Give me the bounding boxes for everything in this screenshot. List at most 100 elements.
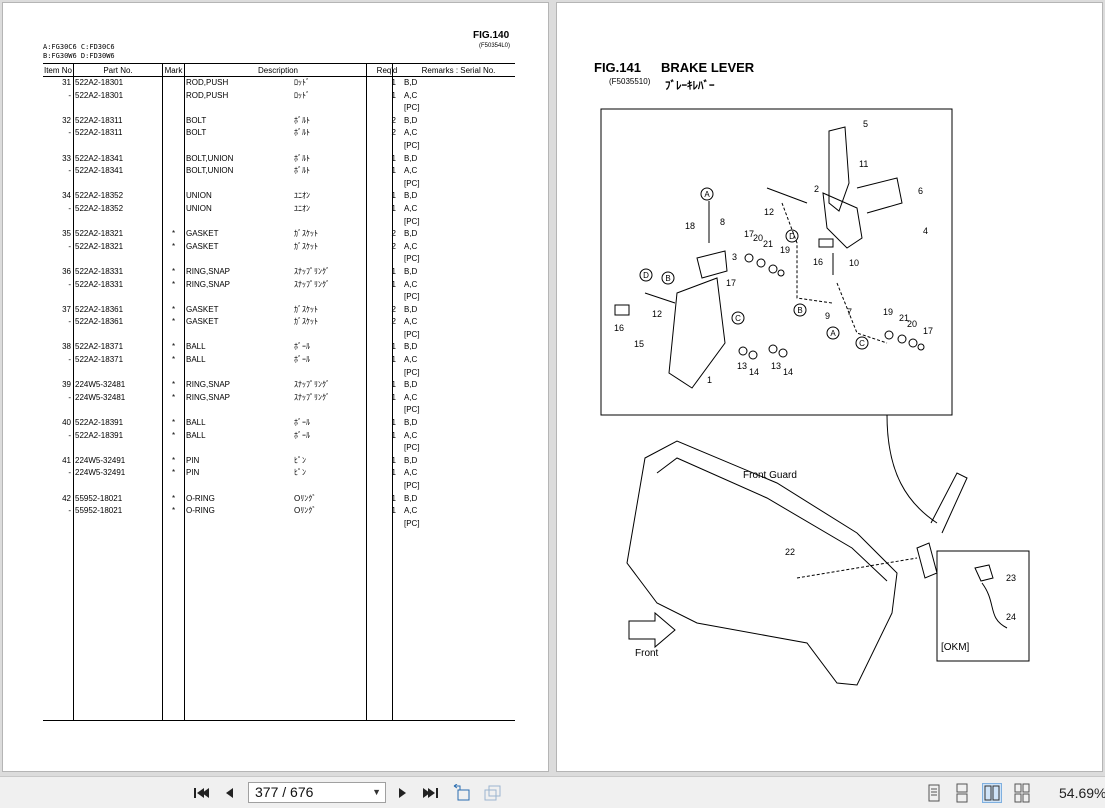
row-part-no — [73, 216, 163, 229]
bolt-22-line — [796, 557, 918, 579]
row-mark: * — [171, 455, 176, 465]
row-mark: * — [171, 279, 176, 289]
row-description-jp — [292, 518, 372, 531]
row-description: O-RING — [186, 506, 215, 516]
ref-letter: B — [797, 306, 802, 315]
row-description: ROD,PUSH — [186, 90, 229, 100]
col-divider — [73, 63, 74, 720]
row-description: RING,SNAP — [186, 266, 231, 276]
last-page-icon[interactable] — [421, 783, 441, 803]
parts-table-header: Item No Part No. Mark Description Req'd … — [43, 63, 515, 77]
zoom-level[interactable]: 54.69% — [1059, 785, 1105, 801]
row-mark — [163, 253, 184, 266]
right-page: FIG.141 BRAKE LEVER (F5035510) ﾌﾞﾚｰｷﾚﾊﾞｰ — [556, 2, 1103, 772]
callout-number: 20 — [753, 233, 763, 243]
callout-number: 15 — [634, 339, 644, 349]
page-number-value: 377 / 676 — [255, 784, 314, 800]
row-item-no: 42 — [62, 493, 71, 503]
continuous-view-icon[interactable] — [952, 783, 972, 803]
row-reqd — [372, 404, 402, 417]
lever-assembly — [916, 542, 938, 579]
page-number-select[interactable]: 377 / 676 ▼ — [248, 782, 386, 803]
callout-number: 2 — [814, 184, 819, 194]
row-description-jp: ｽﾅｯﾌﾟﾘﾝｸﾞ — [294, 266, 330, 276]
row-remarks: [PC] — [404, 367, 420, 377]
row-reqd — [372, 178, 402, 191]
row-remarks: A,C — [404, 506, 418, 516]
row-reqd: 1 — [391, 90, 396, 100]
continuous-facing-view-icon[interactable] — [1012, 783, 1032, 803]
row-part-no — [73, 178, 163, 191]
row-part-no: 522A2-18361 — [75, 317, 124, 327]
row-item-no — [43, 291, 73, 304]
callout-number: 17 — [923, 326, 933, 336]
next-page-icon[interactable] — [393, 783, 413, 803]
callout-number: 10 — [849, 258, 859, 268]
callout-number: 9 — [825, 311, 830, 321]
row-remarks: B,D — [404, 380, 418, 390]
header-remarks: Remarks : Serial No. — [402, 63, 515, 77]
row-item-no: - — [68, 279, 71, 289]
row-description: BOLT — [186, 128, 207, 138]
row-item-no: - — [68, 166, 71, 176]
row-mark: * — [171, 241, 176, 251]
callout-number: 7 — [847, 307, 852, 317]
row-part-no: 522A2-18391 — [75, 418, 124, 428]
row-item-no — [43, 178, 73, 191]
row-description: PIN — [186, 455, 200, 465]
front-arrow-icon — [628, 611, 676, 649]
table-row: [PC] — [43, 480, 515, 493]
lever-bracket — [856, 177, 903, 214]
ref-letter-circle — [785, 229, 799, 243]
row-remarks: B,D — [404, 78, 418, 87]
row-part-no: 224W5-32491 — [75, 455, 126, 465]
row-reqd — [372, 140, 402, 153]
row-remarks: B,D — [404, 342, 418, 352]
row-description-jp: ﾕﾆｵﾝ — [294, 203, 310, 213]
row-description — [184, 253, 292, 266]
previous-view-icon[interactable] — [452, 783, 472, 803]
row-reqd: 2 — [391, 128, 396, 138]
row-part-no — [73, 367, 163, 380]
row-item-no — [43, 442, 73, 455]
row-description-jp: ｽﾅｯﾌﾟﾘﾝｸﾞ — [294, 279, 330, 289]
ref-letter: A — [704, 190, 710, 199]
row-reqd — [372, 442, 402, 455]
row-reqd: 1 — [391, 153, 396, 163]
row-mark — [163, 77, 184, 90]
next-view-icon[interactable] — [482, 783, 502, 803]
table-row: [PC] — [43, 253, 515, 266]
row-remarks: [PC] — [404, 481, 420, 490]
row-description-jp — [292, 178, 372, 191]
callout-number: 24 — [1006, 612, 1016, 622]
row-remarks: B,D — [404, 304, 418, 314]
row-item-no: - — [68, 468, 71, 478]
row-item-no — [43, 216, 73, 229]
row-part-no: 522A2-18341 — [75, 166, 124, 176]
row-description: BOLT — [186, 115, 207, 125]
row-item-no — [43, 102, 73, 115]
row-part-no — [73, 442, 163, 455]
row-description: BOLT,UNION — [186, 166, 234, 176]
row-item-no — [43, 404, 73, 417]
callout-number: 14 — [783, 367, 793, 377]
row-mark — [163, 178, 184, 191]
prev-page-icon[interactable] — [219, 783, 239, 803]
row-item-no: - — [68, 430, 71, 440]
lever-body — [822, 192, 863, 249]
facing-view-icon[interactable] — [982, 783, 1002, 803]
row-remarks: B,D — [404, 493, 418, 503]
first-page-icon[interactable] — [191, 783, 211, 803]
row-part-no: 522A2-18331 — [75, 266, 124, 276]
single-page-view-icon[interactable] — [924, 783, 944, 803]
callout-number: 6 — [918, 186, 923, 196]
callout-number: 1 — [707, 375, 712, 385]
row-remarks: B,D — [404, 418, 418, 428]
row-mark: * — [171, 418, 176, 428]
